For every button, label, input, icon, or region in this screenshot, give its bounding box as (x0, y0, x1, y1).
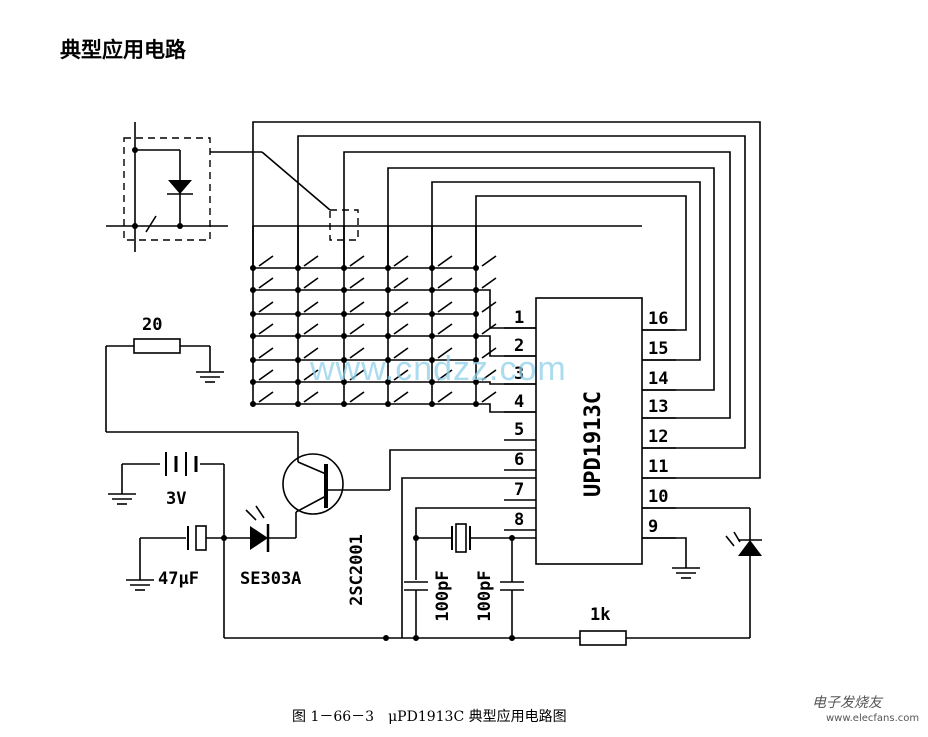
right-pin-16: 16 (648, 309, 668, 329)
capacitor-47uf-label: 47μF (158, 569, 199, 589)
battery-label: 3V (166, 489, 186, 509)
site-logo-url: www.elecfans.com (826, 713, 920, 724)
left-pin-8: 8 (514, 510, 524, 530)
right-pin-10: 10 (648, 487, 668, 507)
right-pin-15: 15 (648, 339, 668, 359)
right-pin-11: 11 (648, 457, 668, 477)
peripheral-circuit (105, 338, 762, 646)
right-pin-13: 13 (648, 397, 668, 417)
chip-label: UPD1913C (581, 391, 606, 497)
capacitor-100pf-b-label: 100pF (475, 570, 495, 621)
watermark: www.cndzz.com (310, 350, 567, 388)
left-pin-2: 2 (514, 336, 524, 356)
left-pin-4: 4 (514, 392, 524, 412)
resistor-1k-label: 1k (590, 605, 610, 625)
left-pin-7: 7 (514, 480, 524, 500)
figure-caption: 图 1－66－3 μPD1913C 典型应用电路图 (292, 709, 567, 725)
left-pin-6: 6 (514, 450, 524, 470)
key-detail-box (106, 122, 359, 252)
column-wiring (252, 121, 761, 479)
transistor-label: 2SC2001 (347, 534, 367, 606)
left-pin-1: 1 (514, 308, 524, 328)
right-pin-9: 9 (648, 517, 658, 537)
right-pin-14: 14 (648, 369, 668, 389)
left-pin-5: 5 (514, 420, 524, 440)
led-label: SE303A (240, 569, 301, 589)
page-title: 典型应用电路 (60, 38, 186, 62)
resistor-20-label: 20 (142, 315, 162, 335)
capacitor-100pf-a-label: 100pF (433, 570, 453, 621)
site-logo: 电子发烧友 (812, 695, 882, 711)
right-pin-12: 12 (648, 427, 668, 447)
left-pin-3: 3 (514, 364, 524, 384)
